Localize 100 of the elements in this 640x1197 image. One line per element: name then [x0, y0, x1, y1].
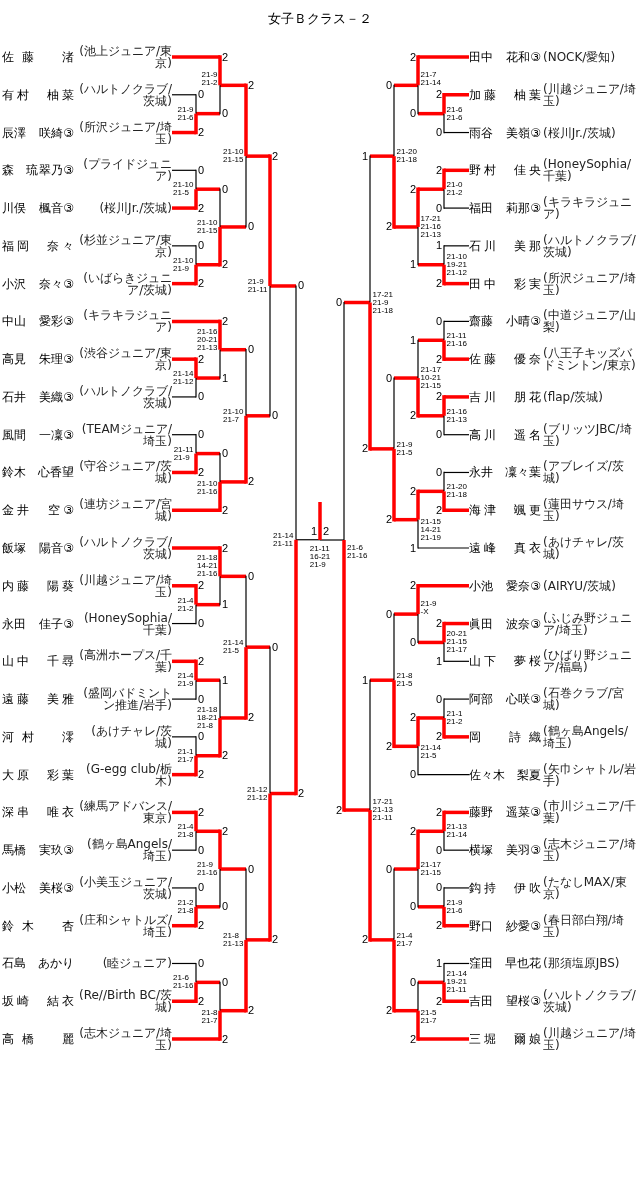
- club-name: (アブレイズ/茨城): [543, 460, 625, 485]
- player-name: 鈎持 伊吹: [469, 879, 541, 896]
- game-score: 1: [409, 334, 416, 346]
- game-score: 0: [222, 108, 229, 120]
- bracket-line: [171, 622, 197, 625]
- game-score: 2: [198, 353, 205, 365]
- game-score: 0: [385, 608, 392, 620]
- set-score: 21-15 14-21 21-19: [420, 517, 441, 542]
- bracket-bar: [218, 188, 222, 267]
- set-score: 21-10 21-15: [197, 218, 218, 235]
- bracket-line: [417, 774, 470, 776]
- bracket-line: [418, 640, 444, 645]
- bracket-line: [171, 245, 197, 247]
- bracket-line: [246, 645, 270, 649]
- set-score: 21-6 21-6: [446, 105, 463, 122]
- game-score: 2: [198, 278, 205, 290]
- game-score: 2: [409, 485, 416, 497]
- club-name: (TEAMジュニア/埼玉): [80, 422, 172, 447]
- set-score: 21-8 21-13: [223, 931, 244, 948]
- bracket-bar: [442, 168, 446, 210]
- club-name: (庄和シャトルズ/埼玉): [78, 913, 172, 938]
- club-name: (プライドジュニア): [82, 158, 172, 183]
- set-score: 21-10 21-16: [197, 479, 218, 496]
- bracket-bar: [442, 93, 446, 134]
- game-score: 2: [385, 221, 392, 233]
- bracket-line: [171, 434, 197, 436]
- game-score: 0: [198, 429, 205, 441]
- bracket-line: [444, 621, 469, 626]
- game-score: 2: [222, 542, 229, 554]
- game-score: 0: [198, 844, 205, 856]
- club-name: (杉並ジュニア/東京): [78, 233, 172, 258]
- bracket-line: [171, 396, 197, 398]
- bracket-line: [394, 867, 418, 871]
- bracket-line: [196, 678, 220, 682]
- game-score: 0: [198, 164, 205, 176]
- set-score: 21-14 21-11: [273, 531, 294, 548]
- club-name: (鶴ヶ島Angels/埼玉): [543, 724, 630, 749]
- game-score: 0: [222, 901, 229, 913]
- bracket-line: [417, 547, 470, 549]
- player-name: 岡 詩織: [469, 728, 541, 745]
- game-score: 2: [298, 788, 305, 799]
- set-score: 21-10 21-15: [223, 148, 244, 165]
- bracket-line: [171, 169, 197, 171]
- club-name: (守谷ジュニア/茨城): [78, 460, 172, 485]
- bracket-bar: [268, 154, 272, 418]
- player-name: 藤野 遥菜③: [469, 804, 541, 821]
- game-score: 0: [222, 183, 229, 195]
- bracket-line: [172, 319, 220, 324]
- bracket-line: [196, 980, 220, 985]
- set-score: 21-11 21-16: [446, 332, 467, 349]
- club-name: (桜川Jr./茨城): [98, 202, 172, 215]
- bracket-line: [444, 999, 469, 1003]
- bracket-line: [220, 225, 246, 229]
- player-name: 野口 紗愛③: [469, 917, 541, 934]
- bracket-bar: [244, 348, 248, 484]
- set-score: 21-5 21-7: [420, 1008, 437, 1025]
- game-score: 0: [198, 957, 205, 969]
- game-score: 2: [248, 476, 255, 488]
- club-name: (NOCK/愛知): [543, 51, 617, 63]
- set-score: 21-10 19-21 21-12: [446, 252, 467, 277]
- player-name: 風間 一凜③: [2, 426, 74, 443]
- game-score: 0: [385, 79, 392, 91]
- bracket-line: [418, 414, 444, 418]
- player-name: 加藤 柚葉: [469, 86, 541, 103]
- bracket-line: [370, 938, 394, 942]
- set-score: 21-14 21-12: [173, 370, 194, 387]
- player-name: 石川 美那: [469, 237, 541, 254]
- game-score: 0: [198, 731, 205, 743]
- set-score: 21-9 21-5: [396, 440, 413, 457]
- bracket-bar: [442, 395, 446, 436]
- bracket-bar: [244, 575, 248, 720]
- club-name: (キラキラジュニア): [82, 309, 172, 334]
- game-score: 2: [435, 164, 442, 176]
- game-score: 1: [310, 525, 317, 537]
- player-name: 佐藤 渚: [2, 49, 74, 65]
- game-score: 0: [409, 769, 416, 781]
- game-score: 0: [409, 976, 416, 988]
- club-name: (八王子キッズバドミントン/東京): [543, 347, 637, 372]
- bracket-bar: [368, 154, 372, 451]
- club-name: (石巻クラブ/宮城): [543, 687, 625, 712]
- club-name: (志木ジュニア/埼玉): [543, 838, 637, 863]
- set-score: 21-7 21-14: [420, 71, 441, 88]
- bracket-bar: [416, 187, 420, 266]
- player-name: 福岡 奈々: [2, 237, 74, 254]
- game-score: 0: [409, 108, 416, 120]
- title: 女子Ｂクラス－２: [268, 10, 372, 28]
- player-name: 高橋 麗: [2, 1031, 74, 1047]
- set-score: 21-4 21-8: [177, 823, 194, 840]
- game-score: 2: [222, 51, 229, 63]
- club-name: (高洲ホープス/千葉): [78, 649, 172, 674]
- player-name: 中山 愛彩③: [2, 313, 74, 330]
- bracket-line: [444, 281, 469, 286]
- game-score: 2: [198, 769, 205, 781]
- game-score: 2: [198, 920, 205, 932]
- game-score: 0: [435, 429, 442, 441]
- bracket-bar: [218, 319, 222, 380]
- bracket-line: [418, 55, 469, 59]
- set-score: 21-6 21-16: [347, 544, 368, 560]
- player-name: 坂崎 結衣: [2, 993, 74, 1010]
- game-score: 0: [385, 372, 392, 384]
